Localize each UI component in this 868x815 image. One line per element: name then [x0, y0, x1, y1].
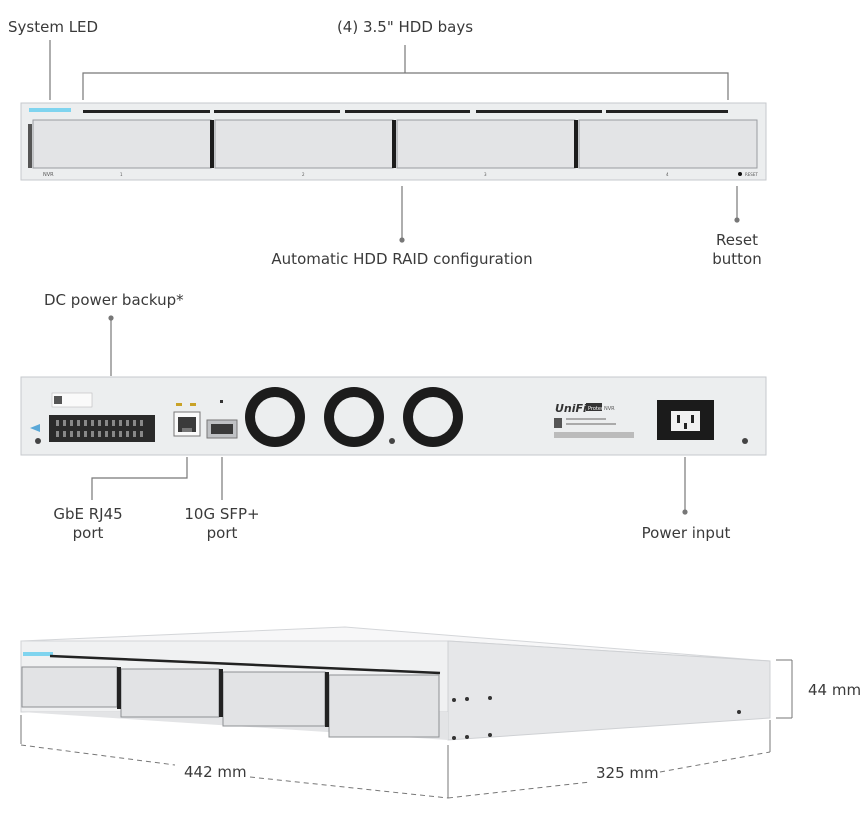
- hdd-bays-label: (4) 3.5" HDD bays: [336, 18, 474, 36]
- reset-label-line2: button: [712, 250, 762, 268]
- hdd-bay-1: [32, 119, 212, 169]
- rear-chassis: UniFi Protect NVR: [20, 376, 767, 456]
- brand-text: UniFi: [555, 402, 587, 415]
- front-leader-lines: [49, 40, 738, 238]
- fan-1: [245, 387, 305, 447]
- fan-2: [324, 387, 384, 447]
- reset-text: RESET: [745, 172, 758, 177]
- rj45-label-line1: GbE RJ45: [53, 505, 123, 523]
- rear-leader-lines: [91, 320, 686, 510]
- width-dimension-label: 442 mm: [184, 763, 247, 781]
- chassis-3d: [20, 626, 771, 741]
- system-led-label: System LED: [8, 18, 99, 36]
- hdd-bay-2: [214, 119, 394, 169]
- depth-dimension-label: 325 mm: [596, 764, 659, 782]
- product-suffix-text: NVR: [604, 406, 615, 412]
- bay-3d-4: [328, 674, 440, 738]
- reset-button-dot: [738, 172, 742, 176]
- bay-3d-1: [21, 666, 118, 708]
- hdd-bay-3: [396, 119, 576, 169]
- bay-number-1: 1: [120, 172, 123, 177]
- front-chassis: NVR 1 2 3 4 RESET: [20, 102, 767, 181]
- bay-number-3: 3: [484, 172, 487, 177]
- product-text: Protect: [588, 406, 606, 412]
- bay-3d-3: [222, 671, 326, 727]
- rj45-leader: [91, 457, 188, 500]
- led-3d: [23, 652, 53, 656]
- raid-label: Automatic HDD RAID configuration: [271, 250, 533, 268]
- bay-number-4: 4: [666, 172, 669, 177]
- height-dimension-label: 44 mm: [808, 681, 862, 699]
- bay-3d-2: [120, 668, 220, 718]
- sfp-label-line2: port: [206, 524, 238, 542]
- fan-3: [403, 387, 463, 447]
- reset-leader-dot: [734, 217, 740, 223]
- dimension-lines: [20, 659, 793, 799]
- front-model-text: NVR: [43, 172, 54, 178]
- rj45-label-line2: port: [72, 524, 104, 542]
- bay-number-2: 2: [302, 172, 305, 177]
- hdd-bays-bracket: [82, 72, 729, 100]
- hdd-bay-4: [578, 119, 758, 169]
- dc-backup-label: DC power backup*: [44, 291, 184, 309]
- raid-leader-dot: [399, 237, 405, 243]
- dc-power-connector: [49, 415, 155, 442]
- sfp-label-line1: 10G SFP+: [184, 505, 260, 523]
- reset-label-line1: Reset: [716, 231, 758, 249]
- system-led-bar: [29, 108, 71, 112]
- power-input-label: Power input: [641, 524, 731, 542]
